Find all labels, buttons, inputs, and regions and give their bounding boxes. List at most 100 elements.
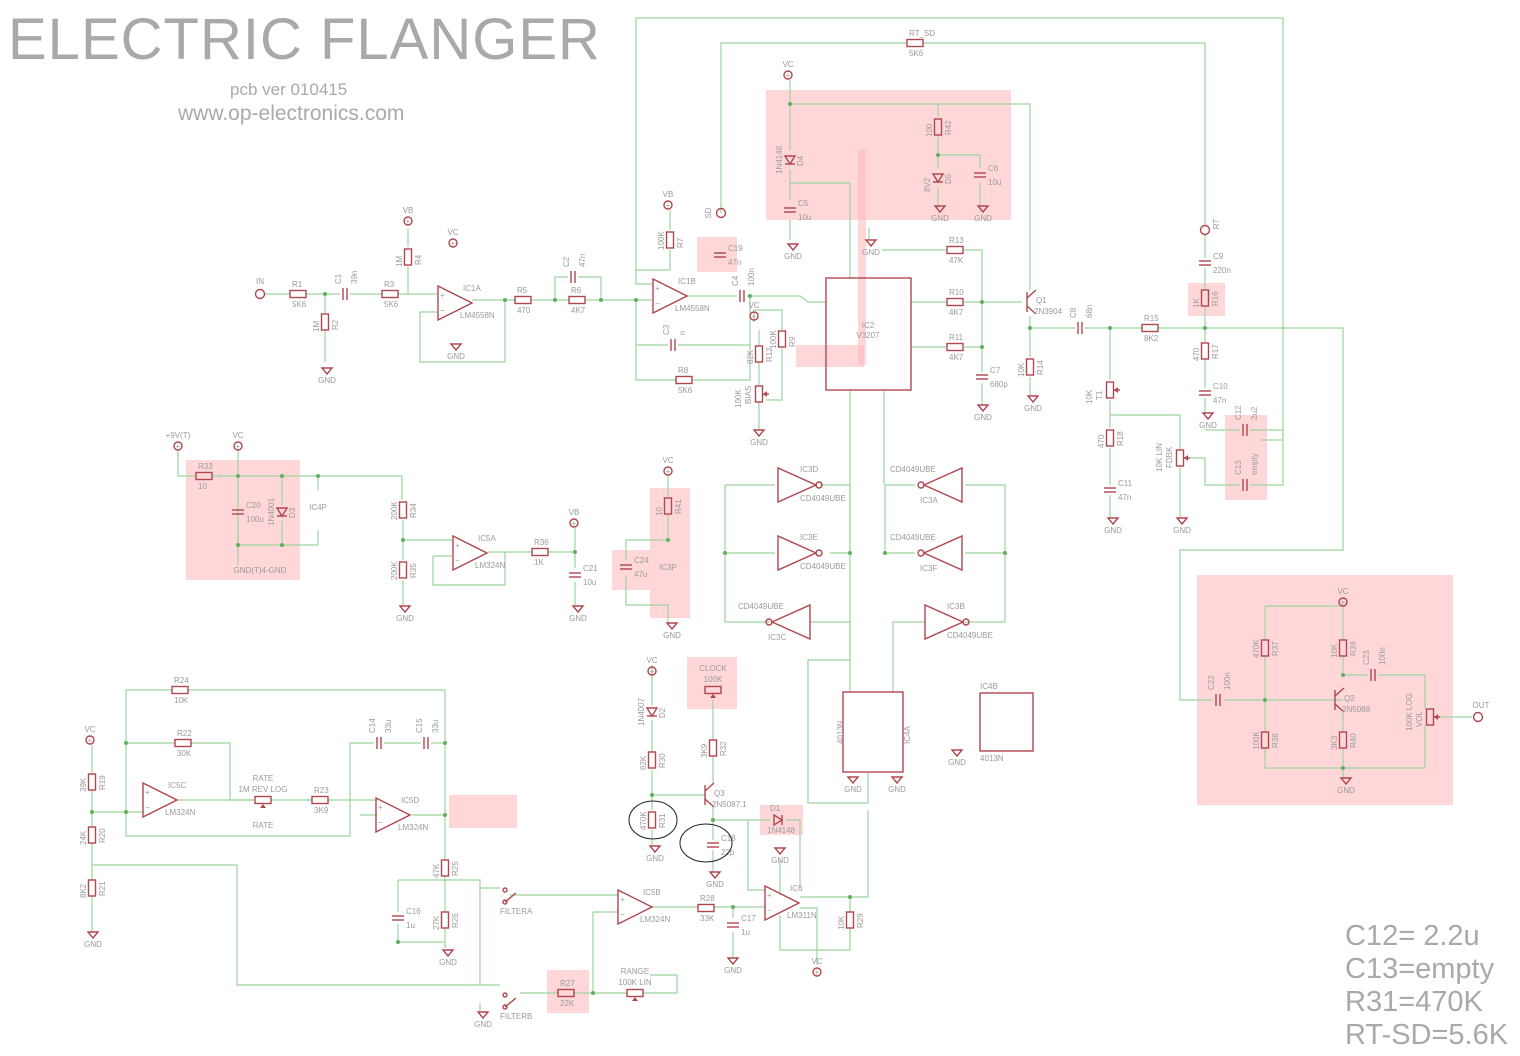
component-filtera[interactable]: FILTERA: [500, 887, 533, 916]
component-ic3p[interactable]: IC3P: [659, 563, 677, 572]
component-filterb[interactable]: FILTERB: [500, 992, 532, 1021]
sd-terminal[interactable]: SD: [704, 207, 727, 219]
rt-terminal[interactable]: RT: [1199, 219, 1222, 236]
component-ic4p[interactable]: IC4P: [309, 503, 327, 512]
output-terminal[interactable]: OUT: [1473, 701, 1490, 723]
